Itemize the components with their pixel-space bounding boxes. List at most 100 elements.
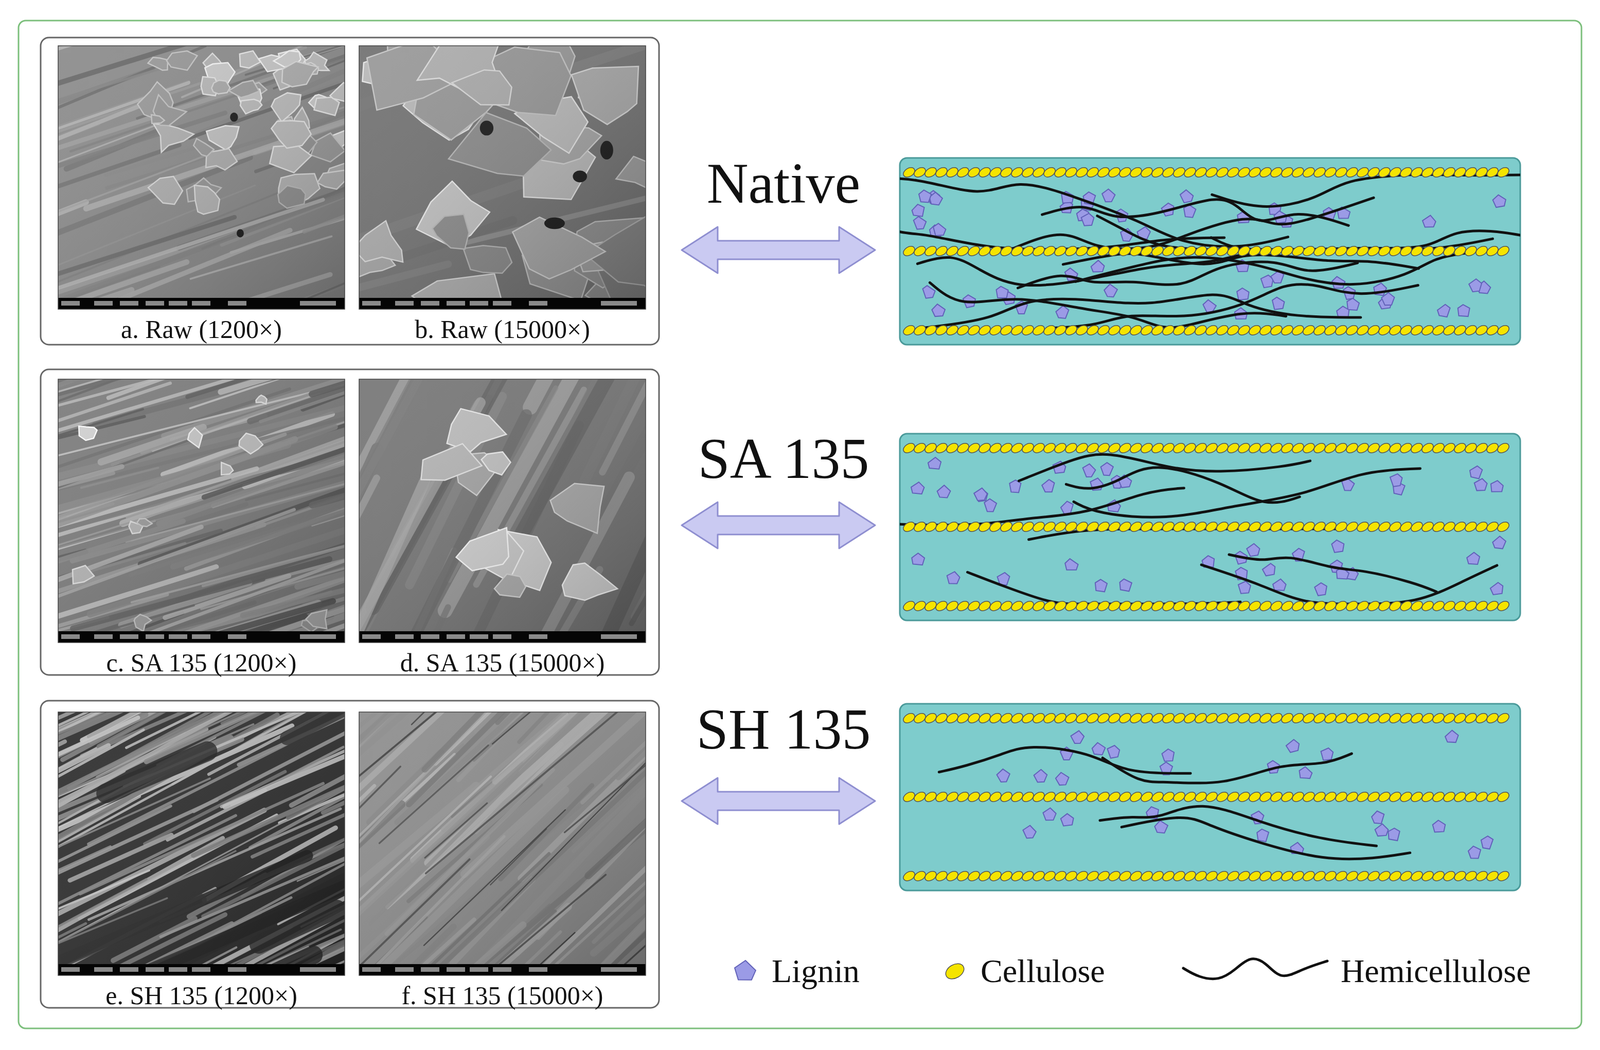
hemicellulose-chain [938, 747, 1191, 774]
lignin-unit [1064, 558, 1078, 571]
lignin-unit [1236, 288, 1249, 300]
cell-wall-schematic [899, 703, 1521, 891]
sem-shading [359, 712, 646, 976]
lignin-unit [1154, 820, 1168, 833]
sem-info-mark [528, 300, 548, 306]
lignin-unit [1042, 808, 1056, 821]
lignin-unit [937, 485, 951, 498]
lignin-unit [1458, 304, 1470, 317]
sem-info-mark [227, 300, 247, 306]
sem-info-mark [362, 967, 381, 972]
sem-info-mark [446, 634, 466, 639]
image-panel [40, 37, 660, 345]
legend-cellulose-symbol [943, 960, 967, 983]
sem-shading [58, 379, 345, 643]
sem-frame [359, 712, 646, 976]
hemicellulose-chain [1201, 564, 1498, 604]
sem-info-mark [299, 634, 336, 639]
sem-info-mark [119, 300, 139, 306]
sem-info-mark [61, 967, 80, 972]
lignin-unit [911, 482, 924, 494]
treatment-label: SH 135 [696, 697, 871, 761]
sem-info-mark [191, 634, 211, 639]
image-caption: b. Raw (15000×) [414, 315, 591, 344]
sem-image [58, 379, 345, 643]
image-caption: c. SA 135 (1200×) [106, 648, 297, 678]
sem-background [58, 45, 345, 310]
hemicellulose-chain [1018, 454, 1310, 481]
treatment-label: SA 135 [698, 427, 870, 491]
lignin-unit [973, 488, 988, 501]
lignin-unit [1256, 829, 1269, 843]
lignin-unit [1314, 582, 1327, 596]
sem-info-mark [492, 967, 512, 972]
legend-lignin-symbol [734, 960, 756, 981]
sem-info-mark [299, 300, 336, 306]
figure-border [18, 20, 1582, 1029]
lignin-unit [1262, 563, 1275, 576]
image-caption: f. SH 135 (15000×) [401, 981, 603, 1010]
lignin-unit [1246, 543, 1260, 557]
sem-shading [58, 45, 345, 310]
sem-info-mark [469, 634, 489, 639]
cellulose-unit [1496, 711, 1511, 725]
sem-shading [359, 379, 646, 643]
lignin-unit [1468, 278, 1482, 292]
sem-info-mark [420, 967, 440, 972]
double-arrow [681, 777, 876, 825]
sem-background [58, 379, 345, 643]
cellulose-unit [1496, 599, 1511, 613]
hemicellulose-chain [1065, 467, 1300, 503]
lignin-unit [922, 285, 936, 299]
sem-info-mark [61, 634, 80, 639]
sem-image: a. Raw (1200×) [58, 45, 345, 310]
cellulose-unit [1496, 520, 1511, 534]
sem-image: c. SA 135 (1200×) [58, 379, 345, 643]
lignin-unit [997, 769, 1010, 782]
hemicellulose-chain [1047, 284, 1419, 329]
lignin-unit [1388, 828, 1400, 841]
sem-info-mark [395, 300, 414, 306]
hemicellulose-chain [1017, 261, 1358, 289]
sem-frame [58, 379, 345, 643]
sem-frame [359, 45, 646, 310]
sem-info-mark [528, 967, 548, 972]
lignin-unit [1492, 536, 1506, 549]
image-caption: e. SH 135 (1200×) [105, 981, 298, 1010]
schematic-box [899, 703, 1521, 891]
sem-image [58, 45, 345, 310]
lignin-unit [1375, 824, 1389, 837]
lignin-unit [1055, 772, 1070, 786]
lignin-unit [996, 286, 1009, 298]
sem-info-mark [191, 967, 211, 972]
hemicellulose-chain [899, 191, 1225, 250]
sem-image: d. SA 135 (15000×) [359, 379, 646, 643]
cellulose-unit [1496, 165, 1511, 180]
lignin-unit [1422, 215, 1436, 228]
sem-info-bar [58, 297, 345, 310]
hemicellulose-chain [1099, 806, 1377, 846]
cell-wall-schematic [806, 157, 1600, 345]
image-caption: a. Raw (1200×) [120, 315, 282, 344]
lignin-unit [1060, 813, 1074, 827]
lignin-unit [1481, 836, 1493, 849]
lignin-unit [1081, 213, 1095, 226]
lignin-unit [1120, 579, 1132, 592]
sem-info-bar [359, 631, 646, 643]
hemicellulose-chain [1212, 174, 1521, 207]
lignin-unit [1034, 769, 1048, 783]
sem-image [58, 712, 345, 976]
lignin-unit [1336, 306, 1349, 318]
sem-info-mark [61, 300, 80, 306]
sem-background [359, 379, 646, 643]
hemicellulose-chain [1102, 753, 1352, 784]
schematic-box [899, 157, 1521, 345]
sem-info-mark [145, 300, 165, 306]
legend-label: Cellulose [980, 953, 1106, 990]
lignin-unit [947, 571, 960, 584]
sem-info-mark [446, 967, 466, 972]
sem-background [58, 712, 345, 976]
sem-info-mark [420, 634, 440, 639]
treatment-label: Native [706, 151, 861, 216]
